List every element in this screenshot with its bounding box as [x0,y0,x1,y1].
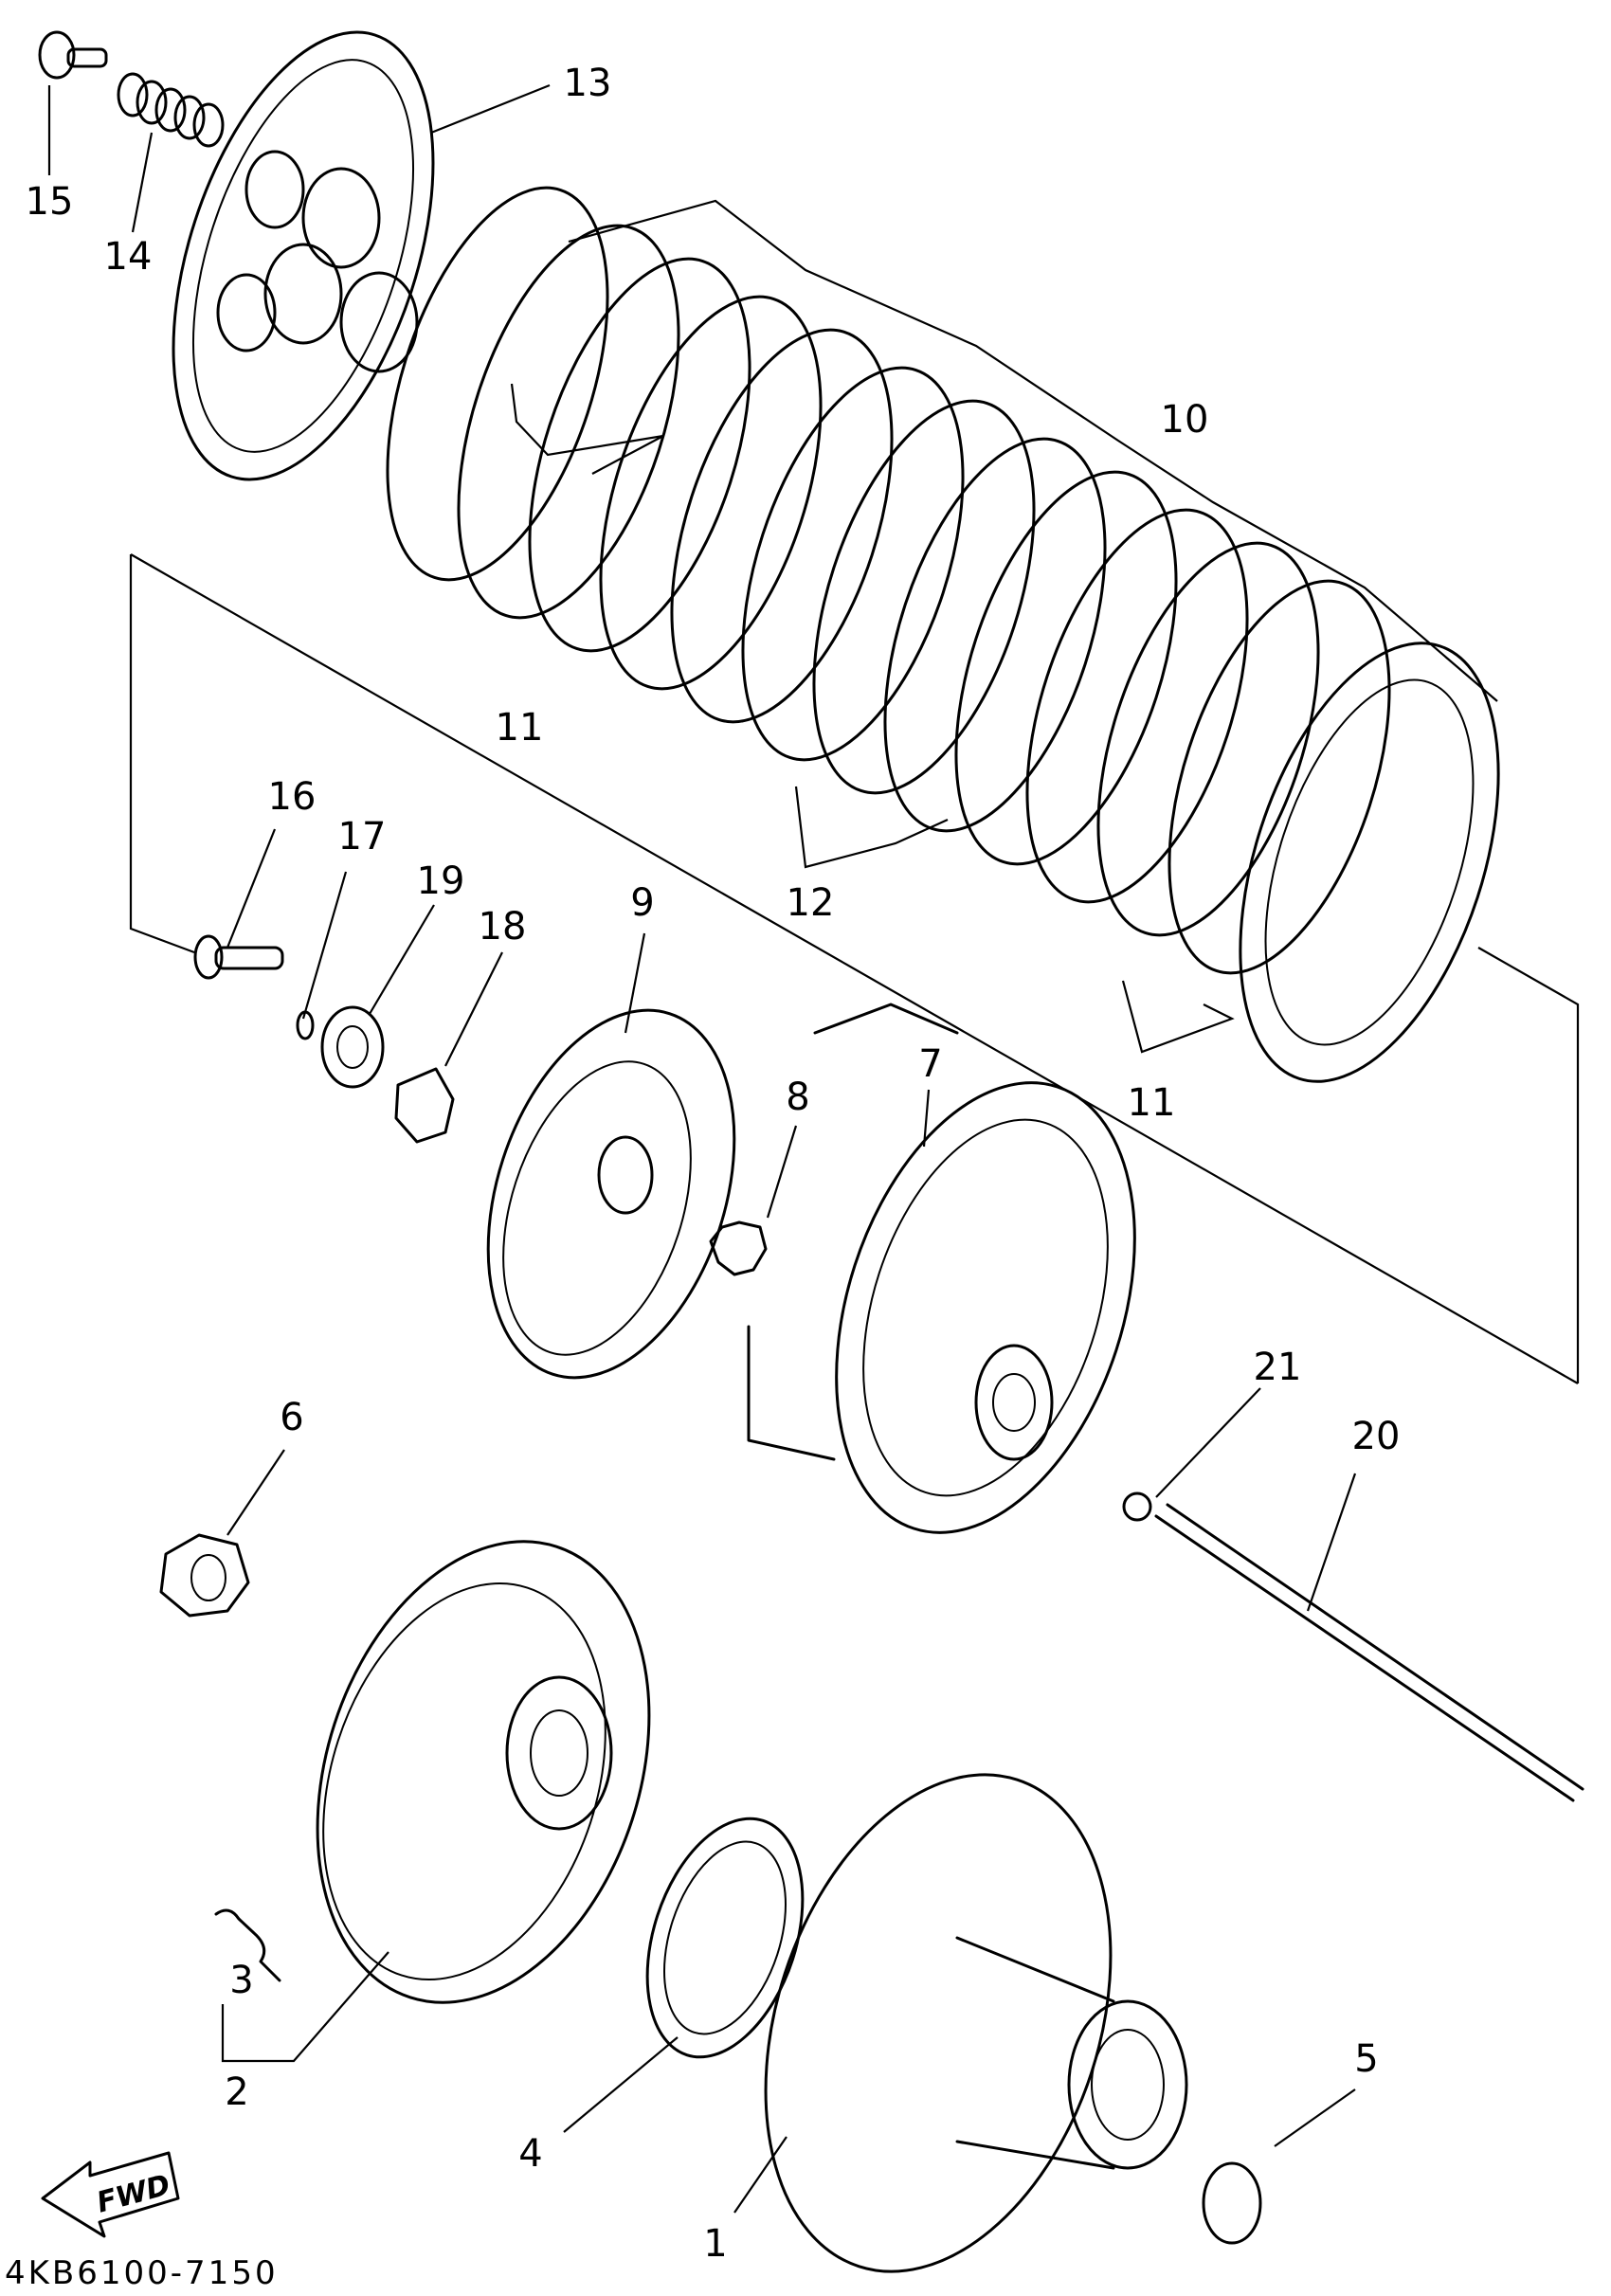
label-16: 16 [268,775,317,819]
label-11-top: 11 [496,706,544,750]
carrier-o-ring [1202,2161,1262,2245]
clutch-boss [486,1008,736,1380]
flange-nut [159,1533,250,1618]
label-20: 20 [1352,1415,1401,1458]
label-8: 8 [786,1076,809,1119]
label-2: 2 [225,2070,248,2114]
label-15: 15 [26,180,74,224]
spring [117,72,225,148]
diagram-code: 4KB6100-7150 [5,2254,279,2292]
forward-direction-arrow: FWD [41,2151,180,2238]
label-17: 17 [338,815,387,859]
push-rod-bolt [193,934,284,980]
claw-washer [709,1220,768,1276]
centrifugal-clutch-assembly [316,1540,651,2004]
bolt [38,30,108,80]
label-21: 21 [1254,1346,1302,1389]
label-7: 7 [918,1042,942,1086]
label-9: 9 [630,881,654,925]
label-14: 14 [104,235,153,279]
steel-ball [1122,1491,1152,1522]
label-6: 6 [280,1396,303,1439]
label-11-bottom: 11 [1128,1081,1176,1125]
o-ring [296,1010,315,1040]
label-10: 10 [1161,398,1209,442]
push-rod [1154,1503,1584,1802]
label-4: 4 [518,2132,542,2176]
label-19: 19 [417,859,465,903]
clutch-plate-stack [386,186,1500,1083]
shoe-spring [214,1908,281,1982]
label-13: 13 [564,62,612,105]
clutch-housing [747,1003,1136,1534]
label-3: 3 [229,1959,253,2002]
one-way-clutch [645,1817,805,2059]
label-12: 12 [787,881,835,925]
part-labels: 15 14 13 10 11 12 11 16 17 19 18 9 8 7 2… [26,62,1401,2266]
label-18: 18 [479,905,527,949]
label-1: 1 [703,2222,727,2266]
label-5: 5 [1354,2037,1378,2081]
locknut [320,1005,385,1089]
clutch-carrier [764,1773,1188,2273]
leader-lines [47,83,1580,2214]
lock-washer [394,1067,455,1144]
pressure-plate [172,30,435,481]
